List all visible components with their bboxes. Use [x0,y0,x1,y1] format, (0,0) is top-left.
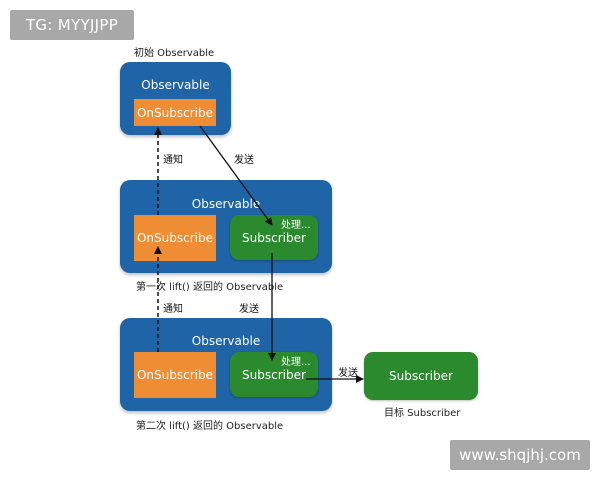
send-label-upper: 发送 [234,155,254,166]
first-lift-processing-label: 处理... [281,220,311,231]
first-lift-observable-caption: 第一次 lift() 返回的 Observable [136,282,284,293]
initial-observable-title: Observable [141,78,210,92]
first-lift-onsubscribe: OnSubscribe [134,215,216,261]
first-lift-observable-title: Observable [191,197,261,211]
target-subscriber-caption: 目标 Subscriber [384,408,461,419]
notify-label-upper: 通知 [163,155,183,166]
notify-label-lower: 通知 [163,304,183,315]
second-lift-observable-title: Observable [191,334,261,348]
initial-observable-caption: 初始 Observable [134,48,215,59]
tg-badge: TG: MYYJJPP [10,10,134,40]
target-subscriber: Subscriber [364,352,478,400]
site-watermark: www.shqjhj.com [450,440,590,470]
initial-onsubscribe: OnSubscribe [134,99,216,126]
second-lift-processing-label: 处理... [281,357,311,368]
second-lift-onsubscribe: OnSubscribe [134,352,216,398]
send-label-middle: 发送 [239,304,259,315]
second-lift-observable-caption: 第二次 lift() 返回的 Observable [136,421,284,432]
send-label-right: 发送 [338,368,358,379]
first-lift-subscriber: Subscriber [230,215,318,260]
send-arrow-upper [199,125,273,226]
